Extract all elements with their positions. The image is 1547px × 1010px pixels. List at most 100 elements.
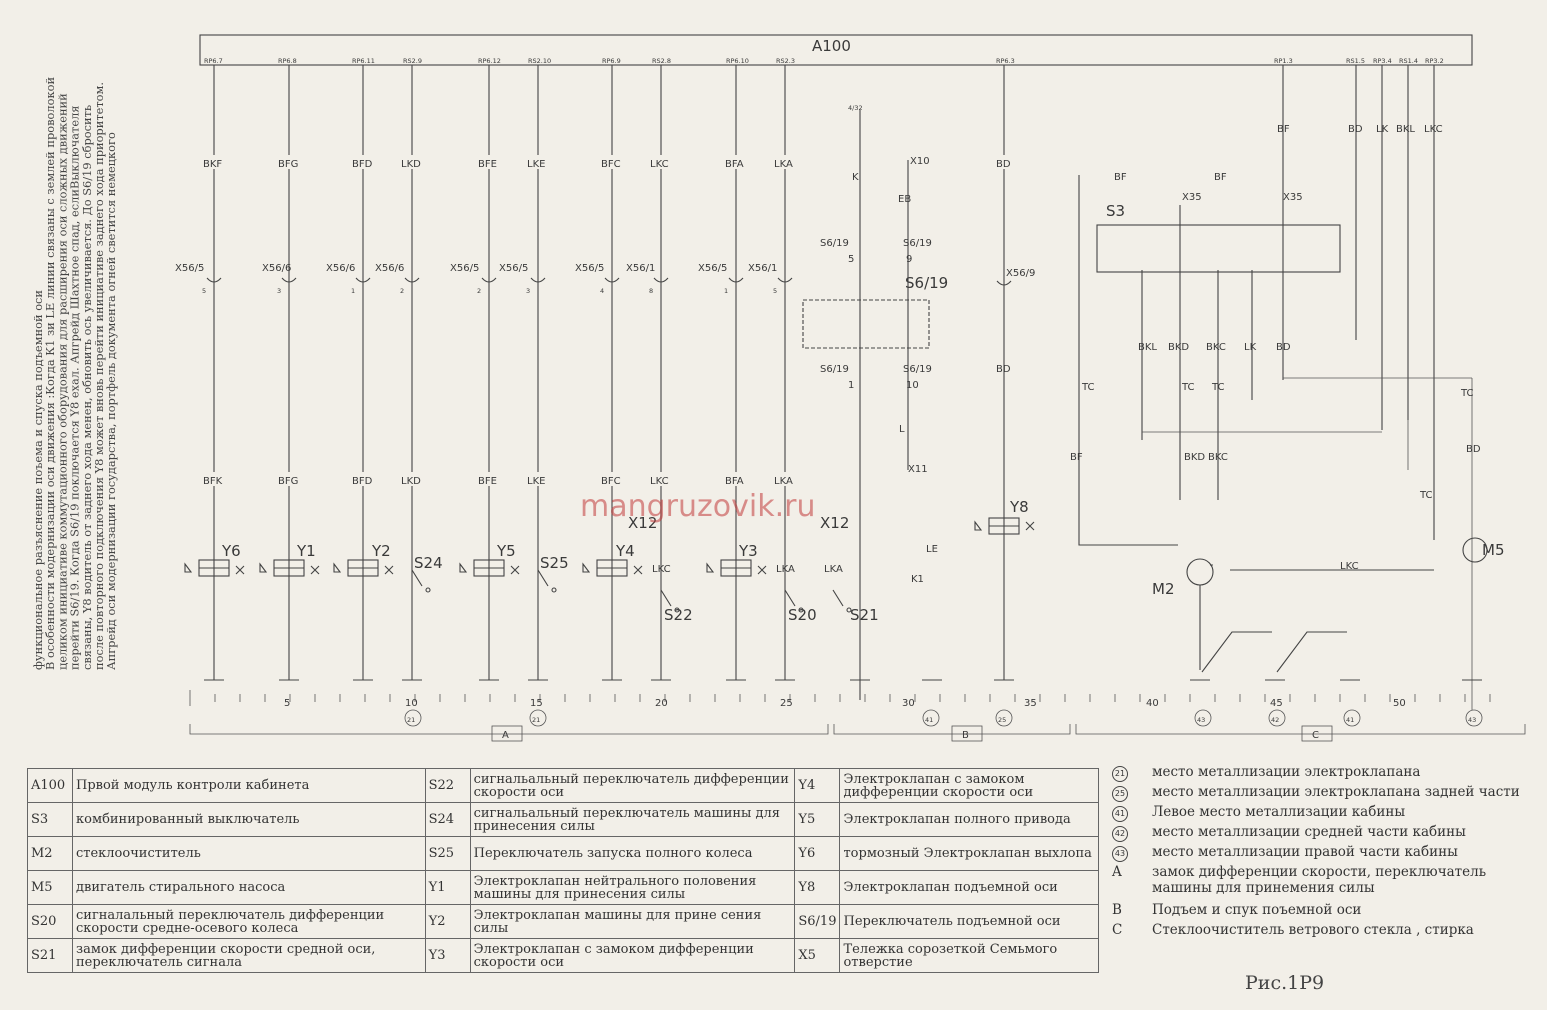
legend-row: M5 двигатель стирального насоса Y1 Элект… <box>27 870 1099 905</box>
misc-label: S6/19 <box>903 238 932 249</box>
misc-label: BKD <box>1168 342 1189 353</box>
legend-code: Y2 <box>424 904 471 939</box>
grid-number: 35 <box>1024 698 1037 709</box>
misc-label: BD <box>1466 444 1481 455</box>
legend-row: A100 Првой модуль контроли кабинета S22 … <box>27 768 1099 803</box>
note-item: 25 место металлизации электроклапана зад… <box>1112 784 1542 804</box>
section-label: B <box>962 730 969 741</box>
legend-code: S3 <box>27 802 73 837</box>
legend-code: S6/19 <box>794 904 841 939</box>
misc-label: TC <box>1211 382 1225 393</box>
legend-text: стеклоочиститель <box>72 836 426 871</box>
connector-label: X56/5 <box>698 263 727 274</box>
misc-label: S6/19 <box>820 238 849 249</box>
legend-code: Y8 <box>794 870 841 905</box>
legend-row: S21 замок дифференции скорости средной о… <box>27 938 1099 973</box>
pin-label: RP3.2 <box>1425 57 1444 65</box>
misc-label: LKC <box>1340 561 1359 572</box>
wire-label: BFC <box>601 159 621 170</box>
ground-ref: 41 <box>1346 716 1354 724</box>
legend-text: Электроклапан нейтрального половения маш… <box>469 870 796 905</box>
pin-label: RS1.4 <box>1399 57 1418 65</box>
legend-code: Y3 <box>424 938 471 973</box>
ground-ref: 21 <box>407 716 415 724</box>
component-label: K1 <box>911 574 924 585</box>
ground-ref: 25 <box>998 716 1006 724</box>
pin-label: RP6.9 <box>602 57 621 65</box>
misc-label: LK <box>1244 342 1257 353</box>
note-key: 43 <box>1112 846 1128 862</box>
pin-label: RP1.3 <box>1274 57 1293 65</box>
figure-label: Рис.1Р9 <box>1245 972 1325 994</box>
pin-label: RS2.9 <box>403 57 422 65</box>
legend-row: S3 комбинированный выключатель S24 сигна… <box>27 802 1099 837</box>
legend-code: S20 <box>27 904 73 939</box>
legend-code: X5 <box>794 938 841 973</box>
misc-label: TC <box>1081 382 1095 393</box>
note-item: B Подъем и спук поъемной оси <box>1112 902 1542 922</box>
legend-code: S21 <box>27 938 73 973</box>
wire-label: LKA <box>774 476 793 487</box>
grid-ruler: 5 10 15 20 25 30 35 40 45 50 21 21 41 25… <box>189 690 1526 742</box>
wire-label: LKE <box>527 159 545 170</box>
misc-label: LKC <box>652 564 671 575</box>
switches <box>411 569 852 613</box>
legend-code: S22 <box>424 768 471 803</box>
wire-label: LKA <box>774 159 793 170</box>
component-label: Y6 <box>221 542 241 560</box>
wire-label: LKC <box>650 476 669 487</box>
note-text: место металлизации электроклапана <box>1152 764 1421 780</box>
notes-list: 21 место металлизации электроклапана 25 … <box>1112 764 1542 942</box>
legend-code: Y1 <box>424 870 471 905</box>
connector-pin: 3 <box>277 287 281 295</box>
wire-label: LKE <box>527 476 545 487</box>
legend-code: A100 <box>27 768 73 803</box>
note-key: 41 <box>1112 806 1128 822</box>
misc-label: BKC <box>1208 452 1228 463</box>
grid-number: 45 <box>1270 698 1283 709</box>
legend-row: M2 стеклоочиститель S25 Переключатель за… <box>27 836 1099 871</box>
misc-label: K <box>852 172 859 183</box>
ground-ref: 41 <box>925 716 933 724</box>
misc-label: BKL <box>1138 342 1157 353</box>
component-label: Y5 <box>496 542 516 560</box>
misc-label: 10 <box>906 380 919 391</box>
component-label: S24 <box>414 554 443 572</box>
misc-label: BF <box>1214 172 1227 183</box>
note-item: 42 место металлизации средней части каби… <box>1112 824 1542 844</box>
misc-label: BKD <box>1184 452 1205 463</box>
connector-pin: 3 <box>526 287 530 295</box>
ground-ref: 43 <box>1468 716 1476 724</box>
legend-text: замок дифференции скорости средной оси, … <box>72 938 426 973</box>
grid-number: 10 <box>405 698 418 709</box>
note-key: 25 <box>1112 786 1128 802</box>
pin-label: RS1.5 <box>1346 57 1365 65</box>
connector-label: X56/5 <box>575 263 604 274</box>
pin-label: RP6.11 <box>352 57 375 65</box>
note-key: B <box>1112 902 1122 918</box>
misc-label: TC <box>1181 382 1195 393</box>
s6-19-switch: 4/32 K X10 EB X11 L S6/19 S6/19 S6/19 S6… <box>802 104 932 700</box>
misc-label: X35 <box>1182 192 1202 203</box>
section-label: C <box>1312 730 1319 741</box>
component-label: Y1 <box>296 542 316 560</box>
legend-table: A100 Првой модуль контроли кабинета S22 … <box>27 768 1099 973</box>
connector-label: X56/6 <box>326 263 355 274</box>
grid-number: 25 <box>780 698 793 709</box>
wire-label: BFE <box>478 159 497 170</box>
legend-text: Электроклапан подъемной оси <box>839 870 1099 905</box>
wire-label: BFG <box>278 476 298 487</box>
legend-code: M5 <box>27 870 73 905</box>
wire-label: BFK <box>203 476 223 487</box>
wire-label: BFC <box>601 476 621 487</box>
misc-label: X11 <box>908 464 928 475</box>
connector-pin: 5 <box>773 287 777 295</box>
wire-label: BKL <box>1396 124 1415 135</box>
note-item: A замок дифференции скорости, переключат… <box>1112 864 1542 902</box>
ground-ref: 21 <box>532 716 540 724</box>
connector-pin: 2 <box>400 287 404 295</box>
misc-label: BF <box>1070 452 1083 463</box>
grid-number: 30 <box>902 698 915 709</box>
pin-label: RP6.7 <box>204 57 223 65</box>
section-label: A <box>502 730 509 741</box>
